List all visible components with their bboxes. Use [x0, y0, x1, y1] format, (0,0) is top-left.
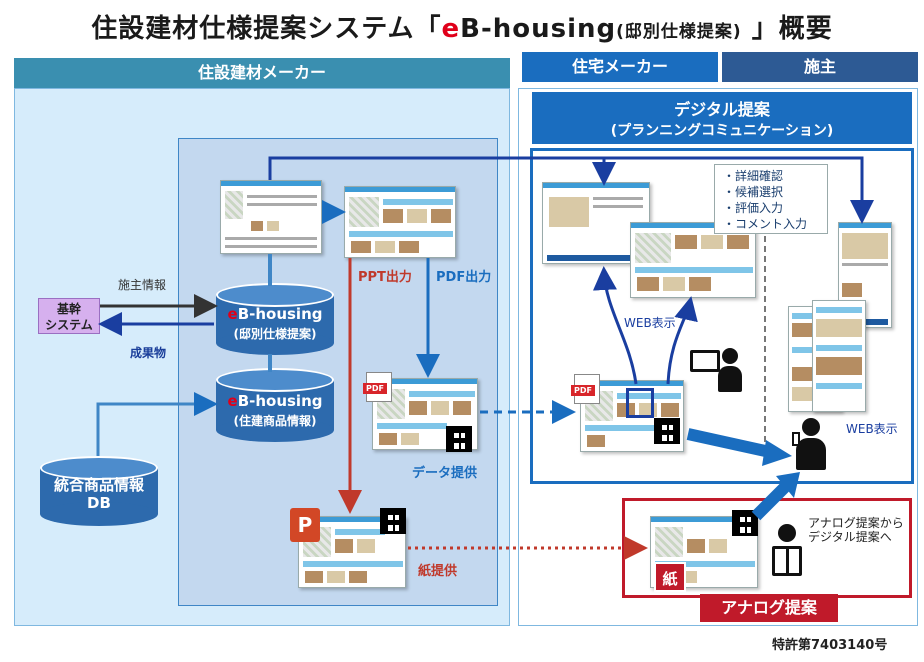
patent-number: 特許第7403140号: [772, 638, 888, 653]
divider-line: [764, 236, 766, 442]
owner-info-label: 施主情報: [118, 278, 167, 292]
housing-maker-header: 住宅メーカー: [522, 52, 718, 82]
ppt-output-label: PPT出力: [358, 270, 412, 285]
pdf-icon: PDF: [571, 374, 600, 404]
qr-code-icon: [654, 418, 680, 444]
digital-proposal-banner: デジタル提案 (プランニングコミュニケーション): [532, 92, 912, 144]
checklist-item: ・評価入力: [723, 201, 784, 215]
pdf-proposal-screenshot: [372, 378, 478, 450]
deliverables-label: 成果物: [130, 346, 167, 360]
db2-e: e: [227, 392, 238, 410]
unified-db-cylinder: 統合商品情報 DB: [40, 456, 158, 526]
db2-brand: B-housing: [237, 392, 323, 410]
app-screenshot-list: [220, 180, 322, 254]
digital-subtitle: (プランニングコミュニケーション): [610, 123, 834, 139]
checklist-item: ・候補選択: [723, 185, 784, 199]
db2-sub: (住建商品情報): [233, 414, 317, 428]
analog-line1: アナログ提案から: [808, 516, 904, 530]
pdf-output-label: PDF出力: [436, 270, 492, 285]
owner-person-icon: [792, 418, 828, 470]
qr-code-icon: [732, 510, 758, 536]
core-system-box: 基幹 システム: [38, 298, 100, 334]
core-system-line1: 基幹: [56, 302, 81, 316]
checklist-item: ・コメント入力: [723, 217, 808, 231]
checklist-box: ・詳細確認 ・候補選択 ・評価入力 ・コメント入力: [714, 164, 828, 234]
core-system-line2: システム: [45, 318, 93, 332]
paper-provide-label: 紙提供: [418, 564, 458, 579]
qr-code-icon: [380, 508, 406, 534]
highlight-box: [626, 388, 654, 418]
checklist-item: ・詳細確認: [723, 169, 784, 183]
web-display-label: WEB表示: [846, 422, 898, 436]
digital-proposal-box: [530, 148, 914, 484]
analog-proposal-banner: アナログ提案: [700, 594, 838, 622]
mobile-screenshot-3: [812, 300, 866, 412]
db1-e: e: [227, 305, 238, 323]
web-display-label: WEB表示: [624, 316, 676, 330]
owner-header: 施主: [722, 52, 918, 82]
presenter-person-icon: [690, 348, 742, 394]
data-provide-label: データ提供: [412, 466, 478, 481]
qr-code-icon: [446, 426, 472, 452]
page-title: 住設建材仕様提案システム「eB-housing(邸別仕様提案) 」概要: [91, 14, 833, 44]
product-db-cylinder: eB-housing (住建商品情報): [216, 368, 334, 442]
analog-line2: デジタル提案へ: [808, 530, 892, 544]
analog-to-digital-label: アナログ提案から デジタル提案へ: [808, 516, 904, 544]
unified-db-line1: 統合商品情報: [53, 476, 144, 494]
powerpoint-icon: P: [290, 508, 320, 542]
pdf-icon: PDF: [363, 372, 392, 402]
db1-sub: (邸別仕様提案): [233, 327, 317, 341]
digital-title: デジタル提案: [674, 100, 770, 119]
paper-badge: 紙: [654, 562, 686, 592]
unified-db-line2: DB: [87, 494, 111, 512]
proposal-screenshot: [344, 186, 456, 258]
web-list-screenshot: [630, 222, 756, 298]
maker-header: 住設建材メーカー: [14, 58, 510, 88]
ebhousing-db-cylinder: eB-housing (邸別仕様提案): [216, 283, 334, 355]
reading-person-icon: [772, 524, 802, 580]
db1-brand: B-housing: [237, 305, 323, 323]
